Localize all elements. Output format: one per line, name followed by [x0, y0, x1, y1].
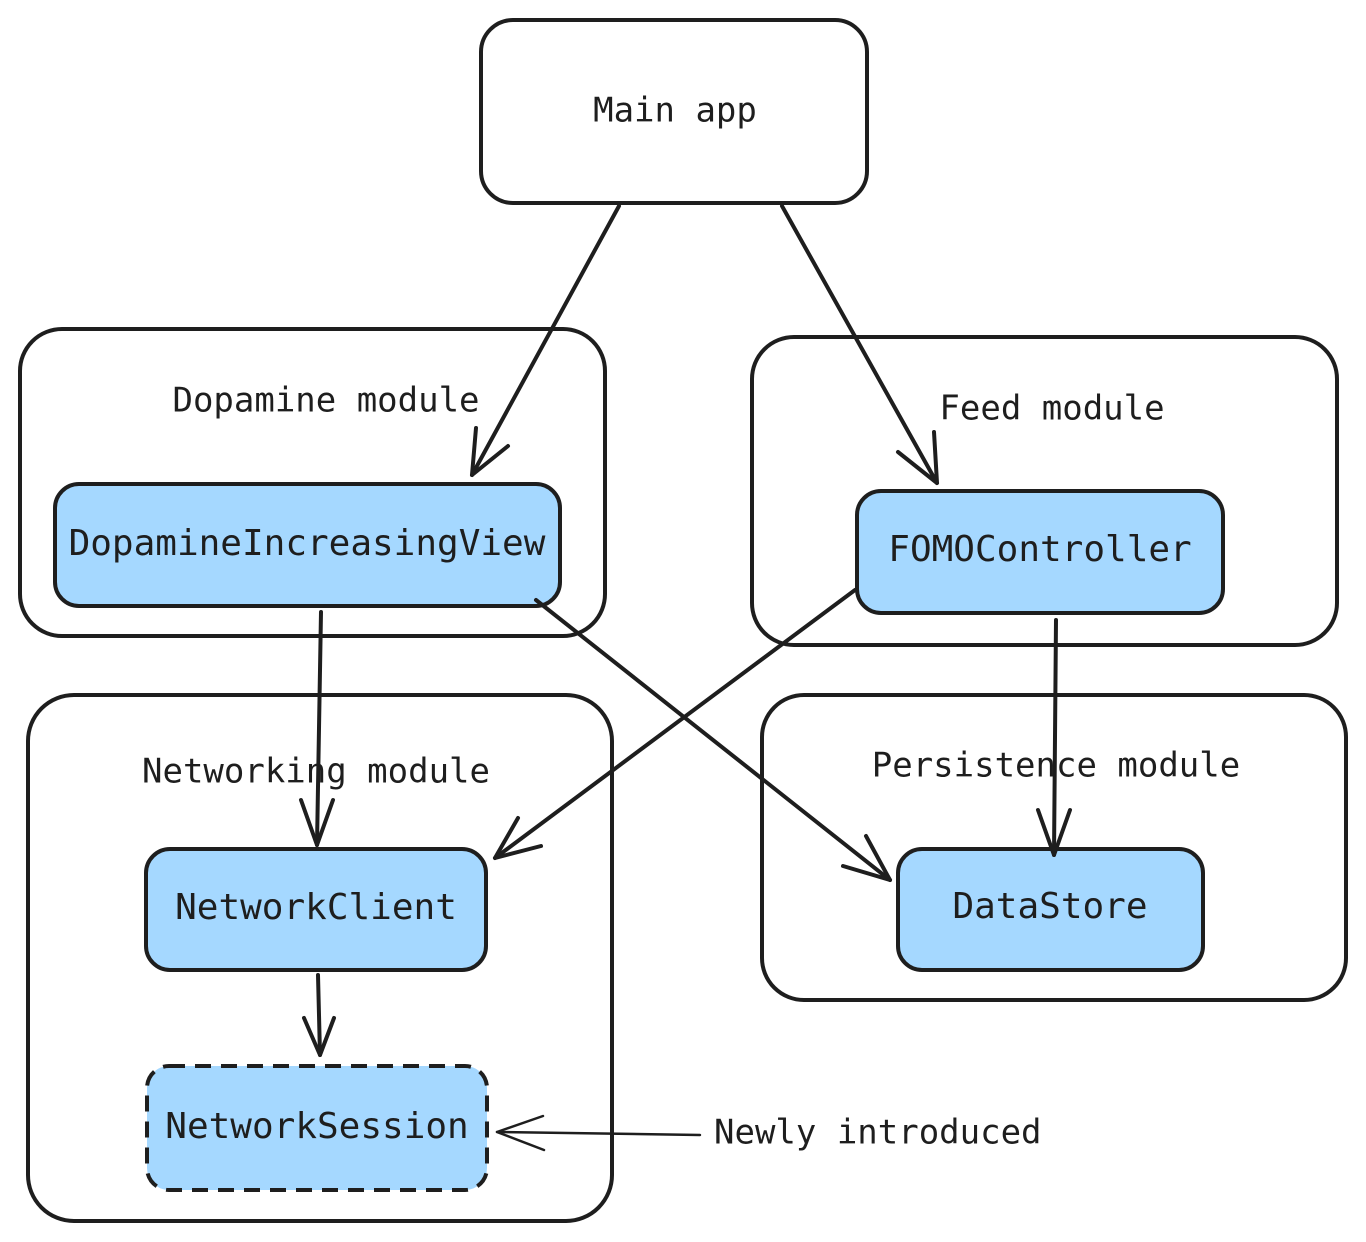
- network-session-label: NetworkSession: [165, 1106, 468, 1147]
- arrow-fomo-controller-to-network-client: [493, 588, 857, 860]
- arrow-network-client-to-network-session: [302, 973, 336, 1057]
- arrows: [299, 204, 1072, 1152]
- arrow-main-to-dopamine-view: [470, 204, 621, 477]
- dopamine-module-label: Dopamine module: [172, 381, 479, 421]
- main-app-label: Main app: [593, 91, 757, 131]
- arrow-main-to-fomo-controller: [780, 204, 939, 485]
- networking-module-label: Networking module: [142, 752, 490, 792]
- data-store-label: DataStore: [952, 886, 1147, 927]
- main-app-node[interactable]: Main app: [479, 18, 869, 205]
- network-client-label: NetworkClient: [175, 887, 457, 928]
- fomo-controller-label: FOMOController: [888, 529, 1191, 570]
- feed-module-label: Feed module: [939, 389, 1164, 429]
- newly-introduced-note: Newly introduced: [714, 1113, 1042, 1153]
- arrow-dopamine-view-to-network-client: [299, 610, 335, 847]
- fomo-controller-node[interactable]: FOMOController: [855, 489, 1225, 615]
- arrow-dopamine-view-to-data-store: [534, 598, 892, 882]
- arrow-fomo-controller-to-data-store: [1036, 618, 1072, 857]
- network-client-node[interactable]: NetworkClient: [144, 847, 488, 972]
- arrow-note-to-network-session: [495, 1114, 702, 1152]
- data-store-node[interactable]: DataStore: [896, 847, 1205, 972]
- dopamine-increasing-view-node[interactable]: DopamineIncreasingView: [53, 482, 562, 608]
- dopamine-increasing-view-label: DopamineIncreasingView: [69, 523, 546, 564]
- network-session-node[interactable]: NetworkSession: [145, 1064, 489, 1192]
